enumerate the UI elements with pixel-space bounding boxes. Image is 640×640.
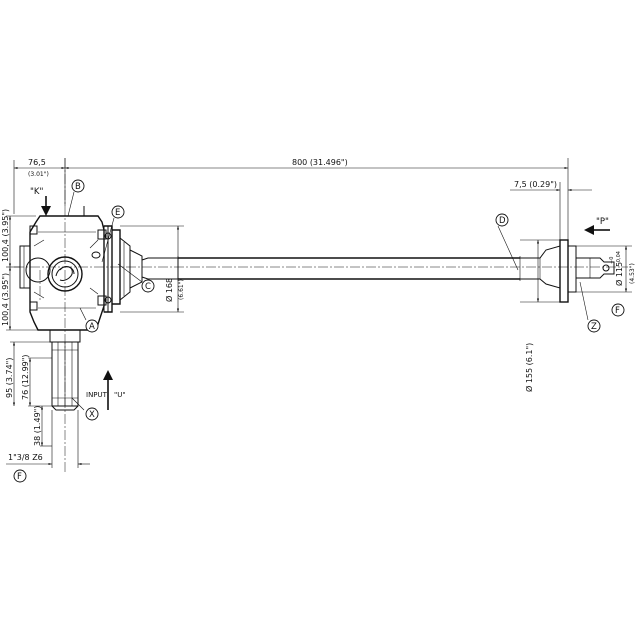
dim-len-38: 38 (1.49") bbox=[33, 406, 42, 446]
callout-f-left: F bbox=[17, 472, 22, 482]
dim-spline: 1"3/8 Z6 bbox=[8, 453, 43, 462]
callouts: B E C D A X Z F F bbox=[13, 179, 625, 483]
output-tube bbox=[141, 239, 615, 303]
dim-dia-115-in: (4.53") bbox=[629, 263, 636, 284]
callout-f-right: F bbox=[615, 306, 620, 316]
callout-b: B bbox=[75, 182, 81, 192]
dim-len-76: 76 (12.99") bbox=[21, 354, 30, 400]
dim-tol-115-lower: -0,04 bbox=[616, 251, 622, 264]
dimension-lines bbox=[6, 158, 632, 468]
dim-len-95: 95 (3.74") bbox=[5, 358, 14, 398]
dim-height-upper: 100,4 (3.95") bbox=[1, 209, 10, 262]
dim-dia-168: Ø 168 bbox=[164, 278, 174, 302]
dim-dia-155: Ø 155 (6.1") bbox=[524, 343, 534, 392]
callout-a: A bbox=[89, 322, 95, 332]
arrow-left-icon bbox=[584, 225, 594, 235]
view-u-label: "U" bbox=[114, 391, 126, 399]
callout-c: C bbox=[145, 282, 151, 292]
callout-x: X bbox=[89, 410, 95, 420]
input-shaft bbox=[49, 330, 81, 411]
view-p-label: "P" bbox=[596, 217, 609, 227]
dim-width-765-in: (3.01") bbox=[28, 171, 49, 178]
dim-tol-115-upper: +0 bbox=[609, 257, 615, 264]
dim-width-765: 76,5 bbox=[28, 158, 46, 167]
dim-offset-75: 7,5 (0.29") bbox=[514, 180, 557, 189]
view-indicators: "K" "P" INPUT "U" bbox=[30, 187, 610, 410]
arrow-up-icon bbox=[103, 370, 113, 380]
dim-dia-115: Ø 115 bbox=[614, 262, 624, 286]
input-label: INPUT bbox=[86, 391, 108, 399]
dim-dia-168-in: (6.61") bbox=[178, 279, 185, 300]
dim-height-lower: 100,4 (3.95") bbox=[1, 273, 10, 326]
dimension-text: 76,5 (3.01") 800 (31.496") 7,5 (0.29") 1… bbox=[1, 158, 636, 462]
callout-d: D bbox=[499, 216, 506, 226]
callout-e: E bbox=[115, 208, 120, 218]
gearbox-housing bbox=[19, 206, 143, 331]
dim-length-800: 800 (31.496") bbox=[292, 158, 348, 167]
callout-z: Z bbox=[591, 322, 597, 332]
center-lines bbox=[14, 158, 628, 472]
view-k-label: "K" bbox=[30, 187, 43, 197]
arrow-down-icon bbox=[41, 206, 51, 216]
